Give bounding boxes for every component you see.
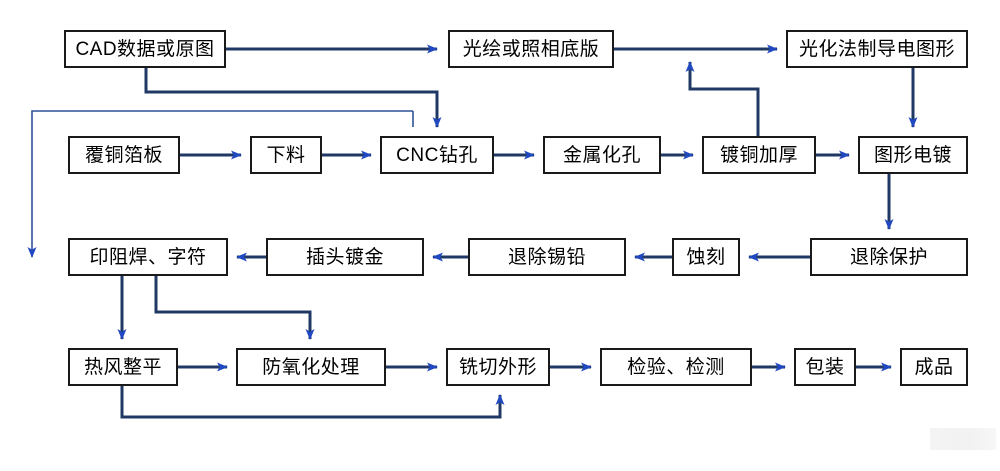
node-cad-label: CAD数据或原图 [75, 38, 215, 60]
watermark-bar [930, 428, 996, 450]
node-solder-mask-legend[interactable]: 印阻焊、字符 [68, 238, 228, 276]
conn-cuplate-to-photoplot [685, 61, 760, 136]
node-photoplot[interactable]: 光绘或照相底版 [448, 30, 614, 68]
node-gold-plating-connector-label: 插头镀金 [305, 246, 384, 268]
node-finished-product[interactable]: 成品 [900, 348, 968, 386]
conn-soldermask-to-osp [154, 276, 315, 340]
node-photochem-label: 光化法制导电图形 [798, 38, 955, 60]
node-anti-oxidation-label: 防氧化处理 [262, 356, 360, 378]
node-copper-thickening[interactable]: 镀铜加厚 [702, 136, 816, 174]
conn-cad-to-cnc [144, 68, 442, 128]
node-copper-thickening-label: 镀铜加厚 [719, 144, 798, 166]
node-strip-resist[interactable]: 退除保护 [810, 238, 968, 276]
node-packaging[interactable]: 包装 [794, 348, 856, 386]
node-cutting-label: 下料 [266, 144, 306, 166]
node-finished-product-label: 成品 [914, 356, 954, 378]
node-etching-label: 蚀刻 [686, 246, 726, 268]
node-packaging-label: 包装 [805, 356, 845, 378]
node-hot-air-leveling-label: 热风整平 [83, 356, 162, 378]
node-through-hole-plating[interactable]: 金属化孔 [543, 136, 661, 174]
node-inspection-testing[interactable]: 检验、检测 [600, 348, 752, 386]
node-routing-profile-label: 铣切外形 [458, 356, 537, 378]
conn-soldermask-loop-to-cnc [27, 110, 413, 258]
node-strip-tin-lead[interactable]: 退除锡铅 [468, 238, 626, 276]
node-strip-tin-lead-label: 退除锡铅 [507, 246, 586, 268]
node-gold-plating-connector[interactable]: 插头镀金 [266, 238, 424, 276]
node-cnc-drilling-label: CNC钻孔 [396, 144, 478, 166]
node-solder-mask-legend-label: 印阻焊、字符 [89, 246, 207, 268]
node-strip-resist-label: 退除保护 [849, 246, 928, 268]
node-pattern-plating[interactable]: 图形电镀 [858, 136, 968, 174]
node-copper-clad-laminate[interactable]: 覆铜箔板 [68, 136, 180, 174]
node-etching[interactable]: 蚀刻 [672, 238, 740, 276]
conn-hasl-loop-to-route [120, 386, 505, 419]
node-routing-profile[interactable]: 铣切外形 [446, 348, 550, 386]
node-cnc-drilling[interactable]: CNC钻孔 [380, 136, 494, 174]
node-photochem[interactable]: 光化法制导电图形 [786, 30, 968, 68]
node-cad[interactable]: CAD数据或原图 [64, 30, 226, 68]
node-through-hole-plating-label: 金属化孔 [562, 144, 641, 166]
node-copper-clad-laminate-label: 覆铜箔板 [84, 144, 163, 166]
node-cutting[interactable]: 下料 [250, 136, 322, 174]
node-inspection-testing-label: 检验、检测 [627, 356, 725, 378]
node-hot-air-leveling[interactable]: 热风整平 [68, 348, 178, 386]
node-photoplot-label: 光绘或照相底版 [462, 38, 600, 60]
node-pattern-plating-label: 图形电镀 [873, 144, 952, 166]
node-anti-oxidation[interactable]: 防氧化处理 [236, 348, 386, 386]
